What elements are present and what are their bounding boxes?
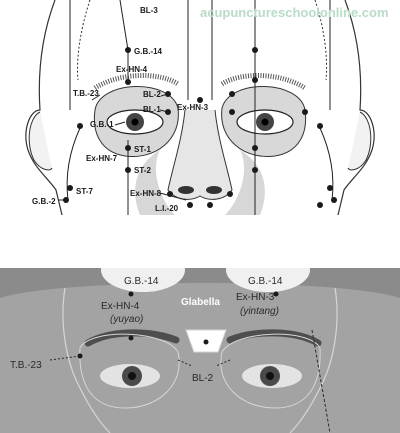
point-exhn8	[167, 191, 173, 197]
right-pupil	[261, 118, 269, 126]
left-eyebrow-photo	[84, 329, 180, 347]
point-gb14	[125, 47, 131, 53]
photo-label-exhn3: Ex-HN-3	[236, 292, 275, 303]
point-st2	[125, 167, 131, 173]
left-pupil	[131, 118, 139, 126]
point-st1	[125, 145, 131, 151]
point-extra-right	[317, 202, 323, 208]
label-li20: L.I.-20	[155, 204, 179, 213]
photo-label-bl2: BL-2	[192, 373, 214, 384]
right-cheek-shade	[225, 150, 265, 215]
head-outline-right	[337, 0, 375, 215]
face-outline-right	[289, 287, 338, 433]
leader-line	[114, 121, 126, 126]
label-exhn8: Ex-HN-8	[130, 189, 162, 198]
photo-label-yuyao: (yuyao)	[110, 314, 143, 325]
hairline-right	[314, 0, 328, 81]
forehead-highlight-right	[226, 268, 310, 292]
point-bl1	[165, 109, 171, 115]
photo-point-tb23	[77, 353, 83, 359]
face-photo-panel: G.B.-14 G.B.-14 Ex-HN-4 (yuyao) Glabella…	[0, 268, 400, 433]
photo-point-gb14-left	[128, 291, 134, 297]
face-drawing-panel: BL-3 G.B.-14 Ex-HN-4 BL-2 Ex-HN-3 BL-1 T…	[0, 0, 400, 215]
point-st1-right	[252, 145, 258, 151]
right-orbit-outline	[220, 333, 321, 409]
left-nostril	[178, 186, 194, 194]
point-gb2	[63, 197, 69, 203]
point-gb1	[77, 123, 83, 129]
left-orbit-outline	[79, 333, 180, 409]
point-li20-right	[207, 202, 213, 208]
point-exhn4	[125, 79, 131, 85]
photo-label-tb23: T.B.-23	[10, 360, 42, 371]
photo-label-exhn4: Ex-HN-4	[101, 301, 140, 312]
label-bl1: BL-1	[143, 105, 161, 114]
point-st7	[67, 185, 73, 191]
point-tb23-right	[302, 109, 308, 115]
left-cheek-shade	[135, 150, 175, 215]
leader-bl2-right	[215, 359, 231, 367]
leader-bl2-left	[177, 359, 193, 367]
meridian-line	[159, 192, 187, 201]
point-bl2-right	[229, 91, 235, 97]
point-bl1-right	[229, 109, 235, 115]
photo-point-gb14-right	[273, 291, 279, 297]
forehead-highlight-left	[101, 268, 185, 292]
point-st7-right	[327, 185, 333, 191]
leader-tb23	[49, 355, 81, 361]
label-bl2: BL-2	[143, 90, 161, 99]
leader-line	[91, 94, 101, 101]
label-exhn7: Ex-HN-7	[86, 154, 118, 163]
point-exhn4-right	[252, 77, 258, 83]
photo-point-exhn3	[203, 339, 209, 345]
label-exhn3: Ex-HN-3	[177, 103, 209, 112]
meridian-dashed-right	[311, 329, 331, 433]
point-bl2	[165, 91, 171, 97]
label-gb1: G.B.-1	[90, 120, 114, 129]
right-eyebrow	[220, 73, 307, 91]
face-photo: G.B.-14 G.B.-14 Ex-HN-4 (yuyao) Glabella…	[0, 268, 400, 433]
photo-label-yintang: (yintang)	[240, 306, 279, 317]
photo-label-gb14-right: G.B.-14	[248, 276, 283, 287]
photo-point-exhn4	[128, 335, 134, 341]
face-drawing: BL-3 G.B.-14 Ex-HN-4 BL-2 Ex-HN-3 BL-1 T…	[25, 0, 389, 215]
label-gb14: G.B.-14	[134, 47, 163, 56]
point-exhn8-right	[227, 191, 233, 197]
label-gb2: G.B.-2	[32, 197, 56, 206]
label-tb23: T.B.-23	[73, 89, 99, 98]
nose	[167, 109, 233, 200]
hairline-left	[77, 0, 91, 81]
meridian-line	[66, 127, 81, 201]
right-pupil-photo	[266, 372, 274, 380]
point-gb2-right	[331, 197, 337, 203]
right-nostril	[206, 186, 222, 194]
point-li20	[187, 202, 193, 208]
label-st1: ST-1	[134, 145, 151, 154]
label-exhn4: Ex-HN-4	[116, 65, 148, 74]
head-outline-left	[25, 0, 63, 215]
photo-label-gb14-left: G.B.-14	[124, 276, 159, 287]
meridian-line	[119, 0, 129, 51]
meridian-line	[319, 127, 334, 201]
point-gb1-right	[317, 123, 323, 129]
watermark: acupunctureschoolonline.com	[200, 5, 389, 20]
point-gb14-right	[252, 47, 258, 53]
forehead-shade	[0, 283, 400, 433]
right-ear	[347, 111, 372, 171]
photo-label-glabella: Glabella	[181, 297, 220, 308]
label-st2: ST-2	[134, 166, 151, 175]
label-bl3: BL-3	[140, 6, 158, 15]
left-pupil-photo	[128, 372, 136, 380]
face-outline-left	[62, 287, 111, 433]
label-st7: ST-7	[76, 187, 93, 196]
point-st2-right	[252, 167, 258, 173]
left-ear	[28, 111, 53, 171]
point-exhn3	[197, 97, 203, 103]
